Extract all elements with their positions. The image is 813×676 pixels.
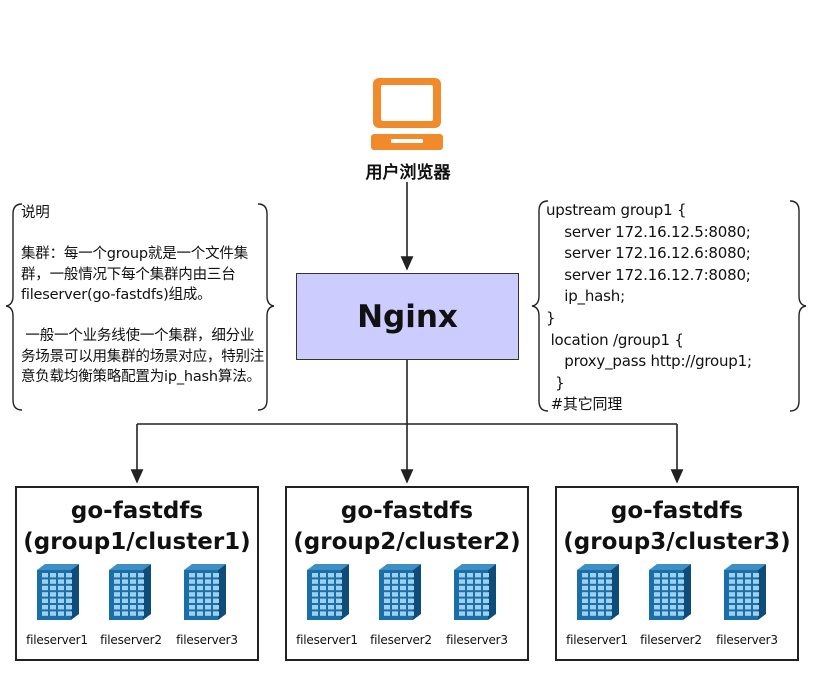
group-title: go-fastdfs (group1/cluster1)	[23, 498, 251, 555]
server-icon	[454, 564, 498, 620]
group-title: go-fastdfs (group2/cluster2)	[293, 498, 521, 555]
nginx-node: Nginx	[296, 273, 519, 360]
server-icon	[379, 564, 423, 620]
server-label: fileserver1	[566, 633, 628, 647]
browser-label: 用户浏览器	[365, 163, 451, 183]
server-icon	[307, 564, 351, 620]
laptop-icon	[371, 78, 443, 150]
nginx-label: Nginx	[357, 298, 458, 335]
server-icon	[649, 564, 693, 620]
server-label: fileserver1	[296, 633, 358, 647]
server-icon	[109, 564, 153, 620]
note-right-brace	[257, 203, 275, 411]
group-title: go-fastdfs (group3/cluster3)	[563, 498, 791, 555]
server-label: fileserver1	[26, 633, 88, 647]
nginx-config-text: upstream group1 { server 172.16.12.5:808…	[546, 201, 752, 414]
server-icon	[37, 564, 81, 620]
group-box-3: go-fastdfs (group3/cluster3) fileserver1…	[555, 486, 799, 661]
server-label: fileserver3	[446, 633, 508, 647]
note-left-brace	[5, 203, 23, 411]
server-icon	[724, 564, 768, 620]
server-icon	[184, 564, 228, 620]
config-left-brace	[531, 200, 549, 412]
group-box-1: go-fastdfs (group1/cluster1) fileserver1…	[15, 486, 259, 661]
server-label: fileserver2	[370, 633, 432, 647]
group-box-2: go-fastdfs (group2/cluster2) fileserver1…	[285, 486, 529, 661]
config-right-brace	[789, 200, 807, 412]
server-icon	[577, 564, 621, 620]
server-label: fileserver2	[100, 633, 162, 647]
note-text: 说明 集群：每一个group就是一个文件集群，一般情况下每个集群内由三台file…	[21, 205, 265, 385]
server-label: fileserver3	[716, 633, 778, 647]
server-label: fileserver2	[640, 633, 702, 647]
server-label: fileserver3	[176, 633, 238, 647]
